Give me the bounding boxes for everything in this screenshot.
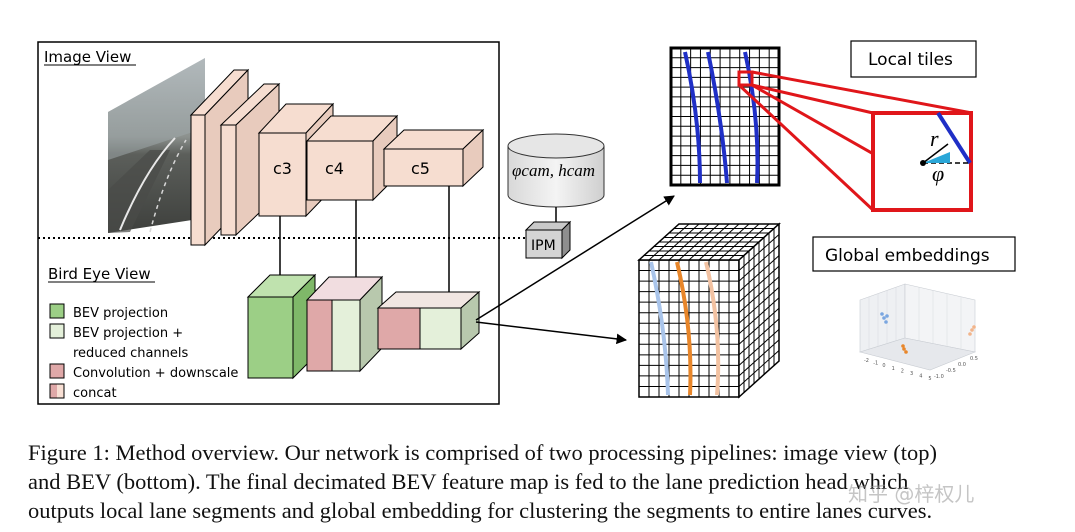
- ipm-box: [524, 220, 572, 260]
- grid-line: [738, 350, 780, 387]
- c5-label: c5: [411, 159, 430, 178]
- legend: [49, 303, 65, 399]
- plot-tick-x: -2: [864, 358, 869, 364]
- plot-tick-x: 4: [919, 374, 922, 380]
- plot-tick-x: 1: [892, 366, 895, 372]
- bev-block-3: [376, 290, 481, 351]
- legend-bev-reduced: BEV projection +: [73, 326, 183, 341]
- local-tiles-label: Local tiles: [868, 50, 953, 70]
- backbone-c4: [305, 114, 399, 202]
- camera-params-label: φcam, hcam: [512, 161, 595, 180]
- pipeline-frame: [37, 41, 500, 405]
- embedding-point: [902, 347, 906, 351]
- embedding-point: [884, 320, 888, 324]
- plot-tick-x: 0: [882, 363, 885, 369]
- embedding-point: [885, 314, 889, 318]
- embedding-point: [972, 325, 976, 329]
- watermark: 知乎 @梓权儿: [848, 482, 975, 506]
- input-image: [108, 58, 205, 233]
- caption-line-1: Figure 1: Method overview. Our network i…: [28, 440, 937, 465]
- grid-line: [738, 286, 780, 324]
- grid-line: [738, 276, 780, 314]
- grid-line: [738, 244, 780, 282]
- grid-line: [738, 307, 780, 345]
- plot-tick-y: -1.0: [934, 374, 944, 380]
- plot-tick-y: 0.0: [958, 362, 966, 368]
- global-embeddings-label: Global embeddings: [825, 246, 990, 266]
- image-view-label: Image View: [44, 48, 131, 66]
- bird-eye-view-label: Bird Eye View: [48, 265, 151, 283]
- ipm-label: IPM: [531, 238, 556, 254]
- plot-tick-x: 3: [910, 371, 913, 377]
- caption-line-3: outputs local lane segments and global e…: [28, 498, 933, 523]
- lane-grid-top-frame: [669, 46, 781, 187]
- embedding-point: [882, 316, 886, 320]
- global-embeddings-box: [812, 236, 1016, 272]
- arrow-to-embeddings: [475, 321, 628, 345]
- legend-bev-projection: BEV projection: [73, 306, 168, 321]
- grid-line: [738, 265, 780, 303]
- plot-tick-x: -1: [873, 361, 878, 367]
- embedding-point: [968, 332, 972, 336]
- grid-line: [738, 318, 780, 356]
- arrow-to-local-tiles: [475, 195, 675, 321]
- grid-line: [738, 255, 780, 292]
- local-tile-zoom: [737, 70, 973, 212]
- legend-concat: concat: [73, 386, 117, 401]
- backbone-c5: [382, 128, 485, 188]
- plot-tick-x: 5: [928, 376, 931, 382]
- embedding-lane-curves: [649, 261, 721, 396]
- grid-line: [738, 297, 780, 335]
- embedding-point: [904, 350, 908, 354]
- legend-bev-reduced-2: reduced channels: [73, 346, 189, 361]
- plot-tick-y: 0.5: [970, 356, 978, 362]
- grid-line: [738, 234, 780, 271]
- figure-caption: Figure 1: Method overview. Our network i…: [28, 438, 1058, 525]
- embedding-point: [901, 344, 905, 348]
- local-tiles-box: [850, 40, 977, 78]
- bev-block-2: [305, 275, 384, 373]
- embedding-point: [880, 312, 884, 316]
- lane-curves-top: [683, 51, 760, 184]
- caption-line-2: and BEV (bottom). The final decimated BE…: [28, 469, 909, 494]
- c3-label: c3: [273, 159, 292, 178]
- grid-line: [738, 329, 780, 366]
- plot-tick-y: -0.5: [946, 368, 956, 374]
- tile-phi-symbol: φ: [932, 161, 944, 186]
- grid-line: [738, 339, 780, 377]
- plot-tick-x: 2: [901, 368, 904, 374]
- tile-r-symbol: r: [930, 126, 939, 151]
- plot-floor-pane: [858, 337, 977, 371]
- camera-params-cylinder: [507, 133, 605, 208]
- legend-conv-downscale: Convolution + downscale: [73, 366, 238, 381]
- bev-block-1: [246, 273, 317, 380]
- embedding-point: [970, 328, 974, 332]
- c4-label: c4: [325, 159, 344, 178]
